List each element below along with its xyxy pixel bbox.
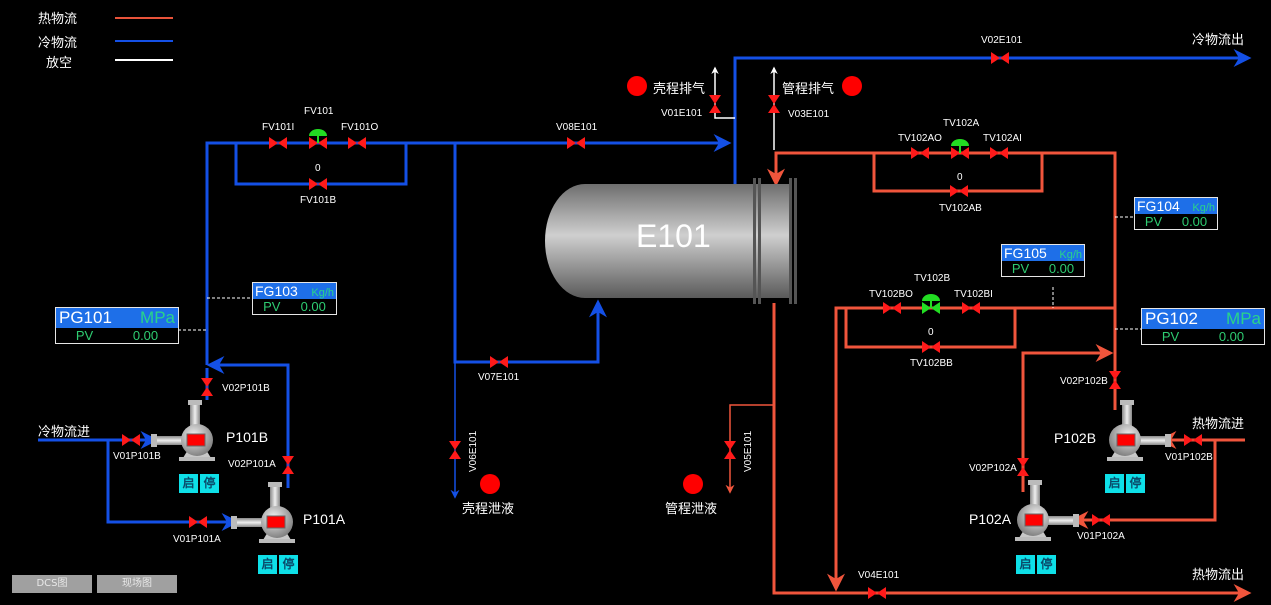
pump-p102a-start-button[interactable]: 启 <box>1016 555 1035 574</box>
valve-tv102bo-label[interactable]: TV102BO <box>869 289 913 300</box>
legend-hot-label: 热物流 <box>38 12 78 27</box>
pump-p101a <box>230 481 296 544</box>
valve-v05e101-label[interactable]: V05E101 <box>743 430 754 472</box>
shell-drain-label: 壳程泄液 <box>462 502 515 517</box>
cold-pipes <box>38 49 1252 531</box>
valve-tv102ab-label[interactable]: TV102AB <box>939 203 982 214</box>
valve-v01e101-label[interactable]: V01E101 <box>661 108 703 119</box>
legend-cold-line <box>115 40 173 42</box>
tag-fg104-pv: 0.00 <box>1181 214 1208 229</box>
tag-pg102-name: PG102 <box>1145 309 1198 328</box>
pump-p101a-stop-button[interactable]: 停 <box>279 555 298 574</box>
tag-pg101[interactable]: PG101 MPa PV 0.00 <box>55 307 179 344</box>
valve-tv102bi-label[interactable]: TV102BI <box>954 289 993 300</box>
tag-fg105-pv-label: PV <box>1011 261 1030 276</box>
valve-v04e101-label[interactable]: V04E101 <box>858 570 900 581</box>
tag-fg104-pv-label: PV <box>1144 214 1163 229</box>
tag-pg101-pv: 0.00 <box>132 328 159 343</box>
valve-v02p102b-label[interactable]: V02P102B <box>1060 376 1108 387</box>
pump-p102b <box>1106 399 1172 462</box>
valve-v02p101a-label[interactable]: V02P101A <box>228 459 276 470</box>
valve-v07e101-label[interactable]: V07E101 <box>478 372 520 383</box>
heat-exchanger-e101 <box>545 178 797 304</box>
tag-fg105-name: FG105 <box>1004 245 1047 261</box>
tube-vent-label: 管程排气 <box>782 82 835 97</box>
legend-hot-line <box>115 17 173 19</box>
pump-p101a-start-button[interactable]: 启 <box>258 555 277 574</box>
pump-p102a <box>1014 479 1080 542</box>
tag-pg102[interactable]: PG102 MPa PV 0.00 <box>1141 308 1265 345</box>
valve-fv101i-label[interactable]: FV101I <box>262 122 295 133</box>
tag-fg103-pv-label: PV <box>263 299 281 314</box>
tag-pg102-unit: MPa <box>1226 309 1261 328</box>
valve-v02p102a-label[interactable]: V02P102A <box>969 463 1017 474</box>
shell-vent-pipe <box>711 66 735 119</box>
pump-p102b-stop-button[interactable]: 停 <box>1126 474 1145 493</box>
shell-vent-lamp <box>627 76 647 96</box>
shell-drain-lamp <box>480 474 500 494</box>
tube-vent-lamp <box>842 76 862 96</box>
tag-pg102-pv-label: PV <box>1161 329 1180 344</box>
exchanger-label: E101 <box>636 218 711 254</box>
valve-tv102ao-label[interactable]: TV102AO <box>898 133 942 144</box>
tag-pg101-pv-label: PV <box>75 328 94 343</box>
valve-v02e101-label[interactable]: V02E101 <box>981 35 1023 46</box>
tube-drain-label: 管程泄液 <box>665 502 718 517</box>
cold-out-label: 冷物流出 <box>1192 33 1245 48</box>
hot-out-label: 热物流出 <box>1192 568 1245 583</box>
tag-fg104-name: FG104 <box>1137 198 1180 214</box>
tag-pg101-name: PG101 <box>59 308 112 327</box>
valve-tv102bb-label[interactable]: TV102BB <box>910 358 953 369</box>
tag-fg103-name: FG103 <box>255 283 298 299</box>
tag-fg105-unit: Kg/h <box>1059 249 1082 261</box>
legend-vent-line <box>115 59 173 61</box>
tag-fg104-unit: Kg/h <box>1192 202 1215 214</box>
valve-v06e101-label[interactable]: V06E101 <box>468 430 479 472</box>
pump-p101b-label: P101B <box>226 429 269 445</box>
pump-p101b-stop-button[interactable]: 停 <box>200 474 219 493</box>
shell-vent-label: 壳程排气 <box>653 82 706 97</box>
valve-v01p101b-label[interactable]: V01P101B <box>113 451 161 462</box>
tag-fg104[interactable]: FG104 Kg/h PV 0.00 <box>1134 197 1218 230</box>
legend-vent-label: 放空 <box>46 56 73 71</box>
tag-fg105[interactable]: FG105 Kg/h PV 0.00 <box>1001 244 1085 277</box>
valve-v02p101b-label[interactable]: V02P101B <box>222 383 270 394</box>
valve-fv101b-opening: 0 <box>315 163 321 174</box>
valve-tv102a-label[interactable]: TV102A <box>943 118 980 129</box>
valve-v01p102a-label[interactable]: V01P102A <box>1077 531 1125 542</box>
field-view-button[interactable]: 现场图 <box>97 575 177 593</box>
tube-drain-lamp <box>683 474 703 494</box>
tag-pg102-pv: 0.00 <box>1218 329 1245 344</box>
hot-in-label: 热物流进 <box>1192 417 1245 432</box>
pump-p101a-label: P101A <box>303 511 346 527</box>
valve-fv101o-label[interactable]: FV101O <box>341 122 379 133</box>
valve-tv102b-label[interactable]: TV102B <box>914 273 951 284</box>
tag-fg103-pv: 0.00 <box>300 299 326 314</box>
pump-p102b-start-button[interactable]: 启 <box>1105 474 1124 493</box>
tag-fg105-pv: 0.00 <box>1048 261 1075 276</box>
pump-p102b-label: P102B <box>1054 430 1097 446</box>
valve-v08e101-label[interactable]: V08E101 <box>556 122 598 133</box>
tag-fg103[interactable]: FG103 Kg/h PV 0.00 <box>252 282 337 315</box>
control-valve-actuators <box>309 129 969 314</box>
valve-tv102bb-opening: 0 <box>928 327 934 338</box>
valve-fv101-label[interactable]: FV101 <box>304 106 334 117</box>
legend-cold-label: 冷物流 <box>38 36 78 51</box>
valve-v01p102b-label[interactable]: V01P102B <box>1165 452 1213 463</box>
valve-tv102ai-label[interactable]: TV102AI <box>983 133 1022 144</box>
tube-drain-pipe <box>725 404 774 494</box>
pump-p101b-start-button[interactable]: 启 <box>179 474 198 493</box>
dcs-view-button[interactable]: DCS图 <box>12 575 92 593</box>
valve-tv102ab-opening: 0 <box>957 172 963 183</box>
valve-v01p101a-label[interactable]: V01P101A <box>173 534 221 545</box>
cold-in-label: 冷物流进 <box>38 425 91 440</box>
tag-fg103-unit: Kg/h <box>311 287 334 299</box>
tag-pg101-unit: MPa <box>140 308 175 327</box>
valve-fv101b-label[interactable]: FV101B <box>300 195 337 206</box>
valve-v03e101-label[interactable]: V03E101 <box>788 109 830 120</box>
pump-p102a-label: P102A <box>969 511 1012 527</box>
pump-p102a-stop-button[interactable]: 停 <box>1037 555 1056 574</box>
